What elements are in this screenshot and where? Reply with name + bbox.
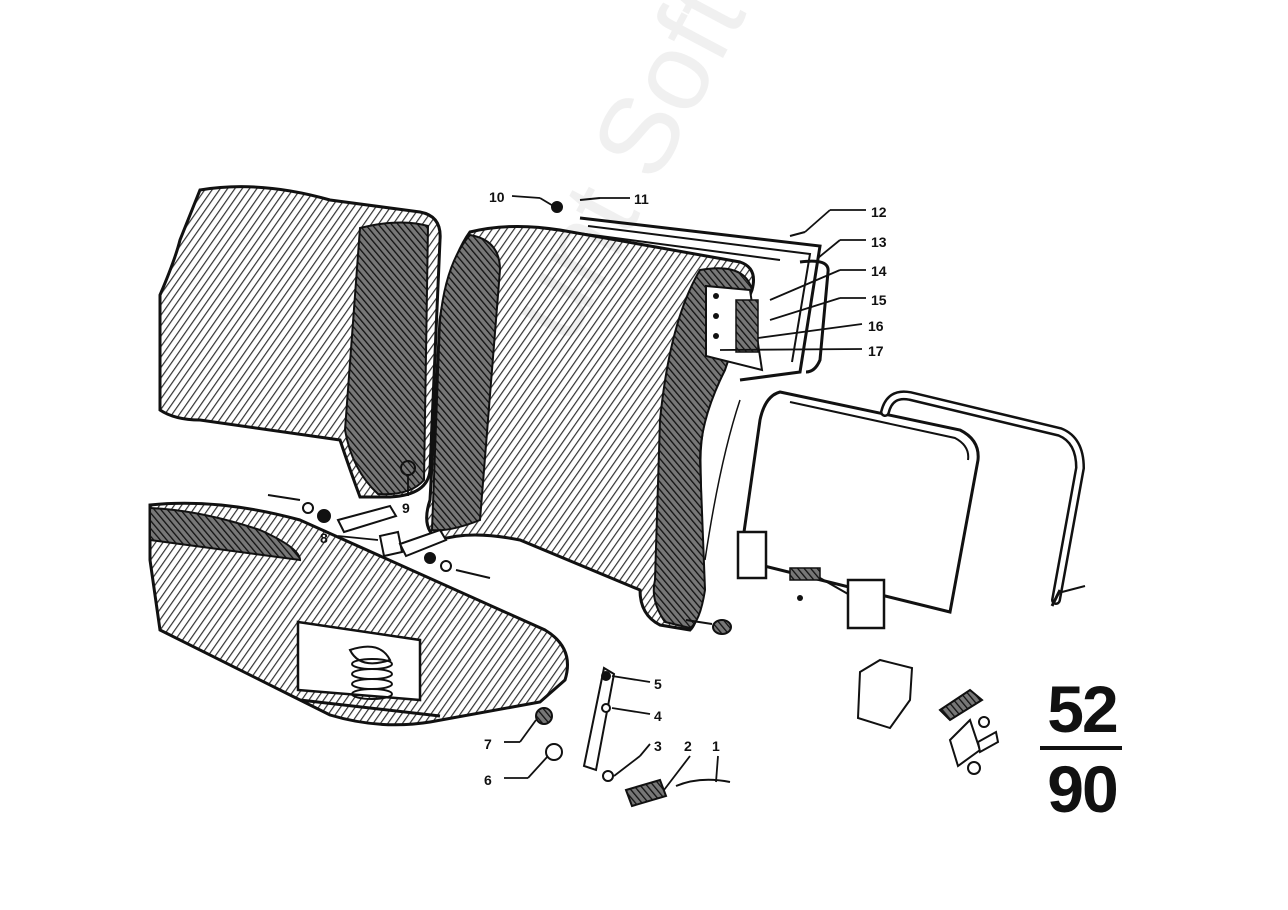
callout-3: 3 — [654, 738, 662, 754]
group-number-bottom: 90 — [1047, 752, 1118, 826]
left-backrest — [158, 185, 442, 499]
callout-17: 17 — [868, 343, 884, 359]
callout-16: 16 — [868, 318, 884, 334]
latch-parts — [535, 658, 1000, 808]
u-frame-rod — [880, 390, 1086, 607]
callout-8: 8 — [320, 530, 328, 546]
callout-14: 14 — [871, 263, 887, 279]
callout-15: 15 — [871, 292, 887, 308]
rear-board — [704, 390, 980, 614]
callout-6: 6 — [484, 772, 492, 788]
back-panel-frames — [539, 216, 830, 382]
callout-11: 11 — [634, 191, 649, 207]
callout-5: 5 — [654, 676, 662, 692]
callout-7: 7 — [484, 736, 492, 752]
callout-2: 2 — [684, 738, 692, 754]
leader-lines — [337, 195, 866, 791]
callout-4: 4 — [654, 708, 662, 724]
group-number-divider — [1040, 746, 1122, 750]
bracket-hardware — [267, 197, 806, 635]
hinges — [736, 530, 886, 630]
seat-cushion — [148, 501, 569, 727]
callout-9: 9 — [402, 500, 410, 516]
callout-1: 1 — [712, 738, 720, 754]
middle-backrest — [425, 224, 764, 632]
callout-10: 10 — [489, 189, 505, 205]
callout-12: 12 — [871, 204, 887, 220]
callout-13: 13 — [871, 234, 887, 250]
group-number-top: 52 — [1047, 672, 1118, 746]
